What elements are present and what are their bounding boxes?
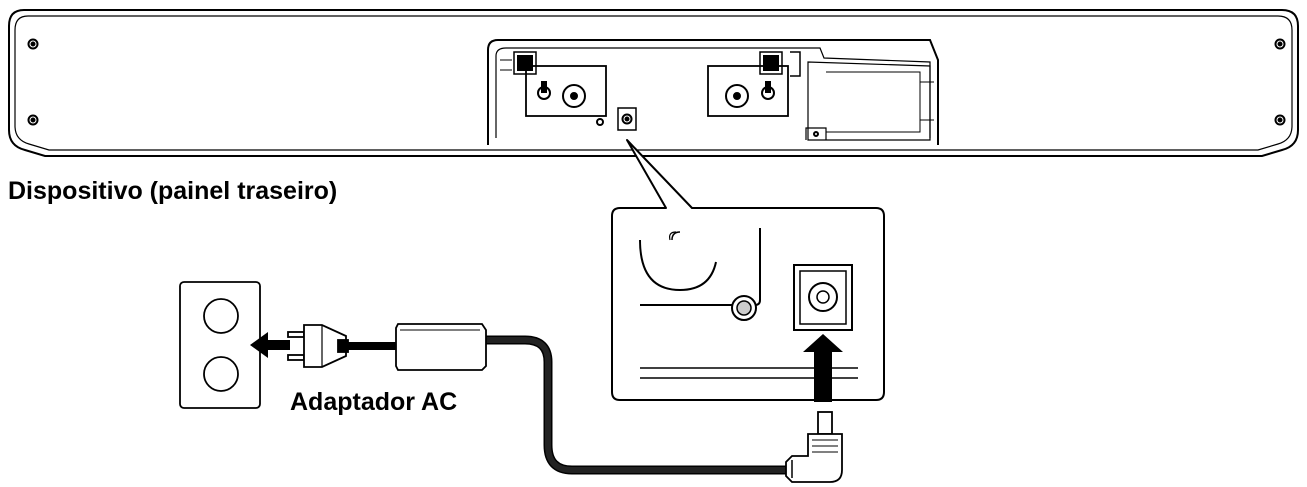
ac-plug-icon xyxy=(287,324,349,368)
dc-jack-icon xyxy=(793,264,853,331)
arrow-up-icon xyxy=(803,334,843,402)
device-rear-panel xyxy=(8,9,1299,157)
device-label: Dispositivo (painel traseiro) xyxy=(8,177,337,205)
power-cable xyxy=(344,335,795,475)
dc-barrel-plug-icon xyxy=(785,411,843,483)
screw-icon xyxy=(27,38,1286,126)
adapter-label: Adaptador AC xyxy=(290,388,457,416)
wall-outlet-icon xyxy=(179,281,261,409)
zoom-callout xyxy=(611,139,885,401)
arrow-icon xyxy=(250,332,290,358)
power-brick-icon xyxy=(395,323,487,371)
